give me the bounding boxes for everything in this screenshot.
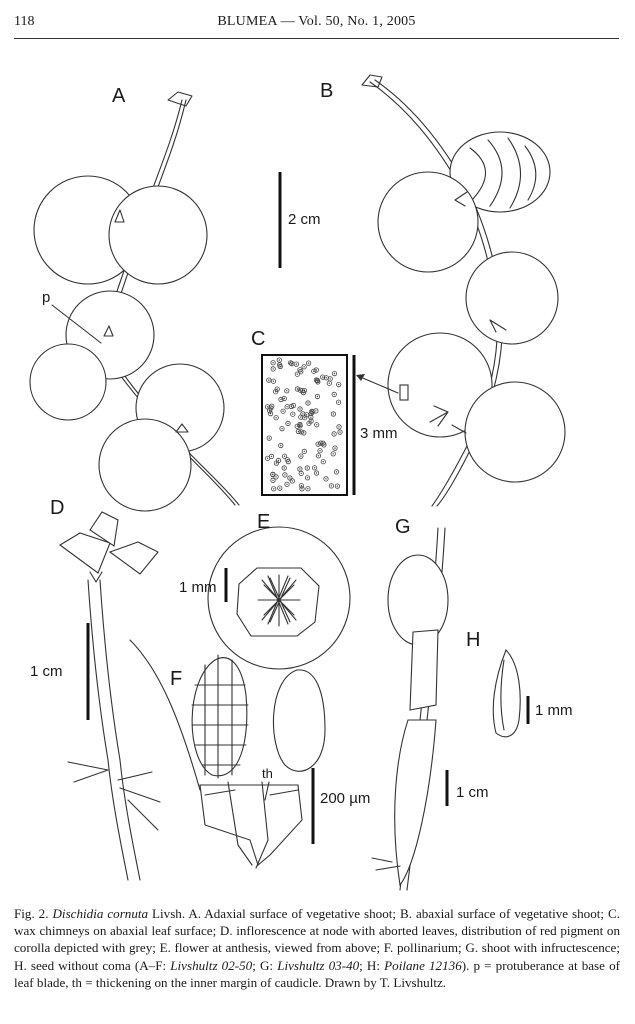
journal-running-head: BLUMEA — Vol. 50, No. 1, 2005 — [217, 14, 416, 29]
figure-caption: Fig. 2. Dischidia cornuta Livsh. A. Adax… — [14, 905, 620, 991]
scale-label-ab: 2 cm — [288, 211, 321, 228]
caption-collection-3: Poilane 12136 — [384, 957, 462, 973]
caption-text-2: ; G: — [252, 957, 274, 973]
panel-label-b: B — [320, 80, 333, 102]
label-th: th — [262, 766, 273, 781]
wax-chimney-dots — [264, 357, 343, 492]
page-header: 118 BLUMEA — Vol. 50, No. 1, 2005 — [14, 12, 619, 39]
panel-label-e: E — [257, 511, 270, 533]
panel-e-stamens — [257, 574, 301, 627]
panel-a-drawing — [29, 91, 240, 512]
panel-h-seed — [492, 648, 521, 738]
panel-b-drawing — [356, 74, 566, 507]
page-number: 118 — [14, 14, 35, 29]
panel-label-c: C — [251, 328, 265, 350]
panel-label-f: F — [170, 668, 182, 690]
caption-text-4: ). p = protuberance at base of leaf blad… — [14, 957, 620, 990]
caption-collection-1: Livshultz 02-50 — [170, 957, 253, 973]
panel-label-d: D — [50, 497, 64, 519]
panel-d-drawing — [59, 511, 201, 881]
figure-plate: A p 2 cm B C 3 mm D 1 cm — [29, 74, 573, 891]
panel-g-infructescence — [371, 527, 449, 891]
scale-label-c: 3 mm — [360, 425, 398, 442]
caption-lead: Fig. 2. — [14, 906, 49, 921]
panel-f-pollinarium — [191, 654, 326, 869]
scale-label-g: 1 cm — [456, 784, 489, 801]
panel-label-h: H — [466, 629, 480, 651]
caption-species: Dischidia cornuta — [52, 906, 149, 921]
scale-label-f: 200 µm — [320, 790, 370, 807]
scale-label-d: 1 cm — [30, 663, 63, 680]
scale-label-e: 1 mm — [179, 579, 217, 596]
caption-text-3: ; H: — [359, 957, 381, 973]
panel-c-wax-chimneys — [261, 354, 348, 496]
label-p: p — [42, 289, 50, 306]
scale-label-h: 1 mm — [535, 702, 573, 719]
caption-collection-2: Livshultz 03-40 — [277, 957, 360, 973]
caption-text-1: Livsh. A. Adaxial surface of vegetative … — [14, 906, 620, 973]
panel-label-g: G — [395, 516, 411, 538]
panel-label-a: A — [112, 85, 126, 107]
